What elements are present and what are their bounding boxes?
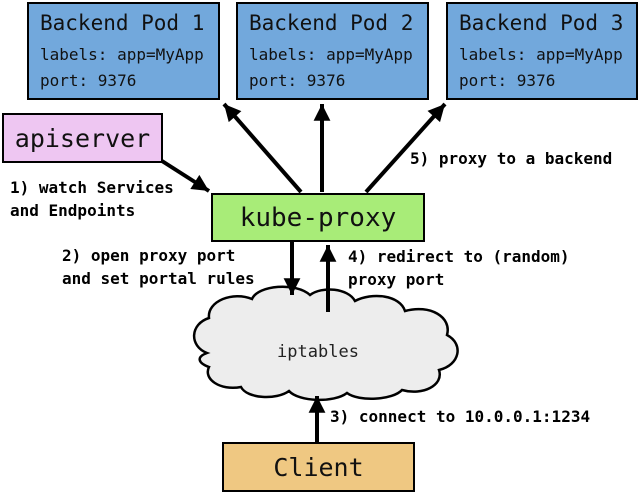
backend-pod-2-box: Backend Pod 2 labels: app=MyApp port: 93… (236, 2, 429, 100)
annotation-step4-line2: proxy port (348, 270, 445, 289)
annotation-step4-line1: 4) redirect to (random) (348, 247, 570, 266)
arrow-kube-proxy-to-pod1 (222, 102, 303, 194)
annotation-step2-line2: and set portal rules (62, 269, 255, 288)
client-box: Client (222, 442, 415, 492)
annotation-step4: 4) redirect to (random) proxy port (348, 245, 570, 291)
backend-pod-3-box: Backend Pod 3 labels: app=MyApp port: 93… (446, 2, 638, 100)
pod-title: Backend Pod 3 (459, 11, 624, 35)
pod-title: Backend Pod 2 (249, 11, 414, 35)
pod-labels-line: labels: app=MyApp (40, 45, 204, 64)
pod-port-line: port: 9376 (40, 71, 137, 90)
pod-title: Backend Pod 1 (40, 11, 205, 35)
annotation-step2: 2) open proxy port and set portal rules (62, 244, 255, 290)
annotation-step5: 5) proxy to a backend (410, 149, 613, 168)
iptables-label: iptables (277, 342, 359, 362)
annotation-step1-line1: 1) watch Services (10, 178, 174, 197)
apiserver-label: apiserver (14, 123, 151, 153)
pod-port-line: port: 9376 (249, 71, 346, 90)
annotation-step1-line2: and Endpoints (10, 201, 136, 220)
pod-labels-line: labels: app=MyApp (459, 45, 623, 64)
client-label: Client (273, 452, 364, 482)
kube-proxy-label: kube-proxy (239, 202, 397, 233)
apiserver-box: apiserver (2, 113, 163, 163)
annotation-step3: 3) connect to 10.0.0.1:1234 (330, 407, 591, 426)
backend-pod-1-box: Backend Pod 1 labels: app=MyApp port: 93… (27, 2, 220, 100)
annotation-step1: 1) watch Services and Endpoints (10, 176, 174, 222)
pod-port-line: port: 9376 (459, 71, 556, 90)
pod-labels-line: labels: app=MyApp (249, 45, 413, 64)
annotation-step2-line1: 2) open proxy port (62, 246, 236, 265)
kube-proxy-box: kube-proxy (211, 193, 425, 242)
iptables-cloud (192, 285, 459, 402)
